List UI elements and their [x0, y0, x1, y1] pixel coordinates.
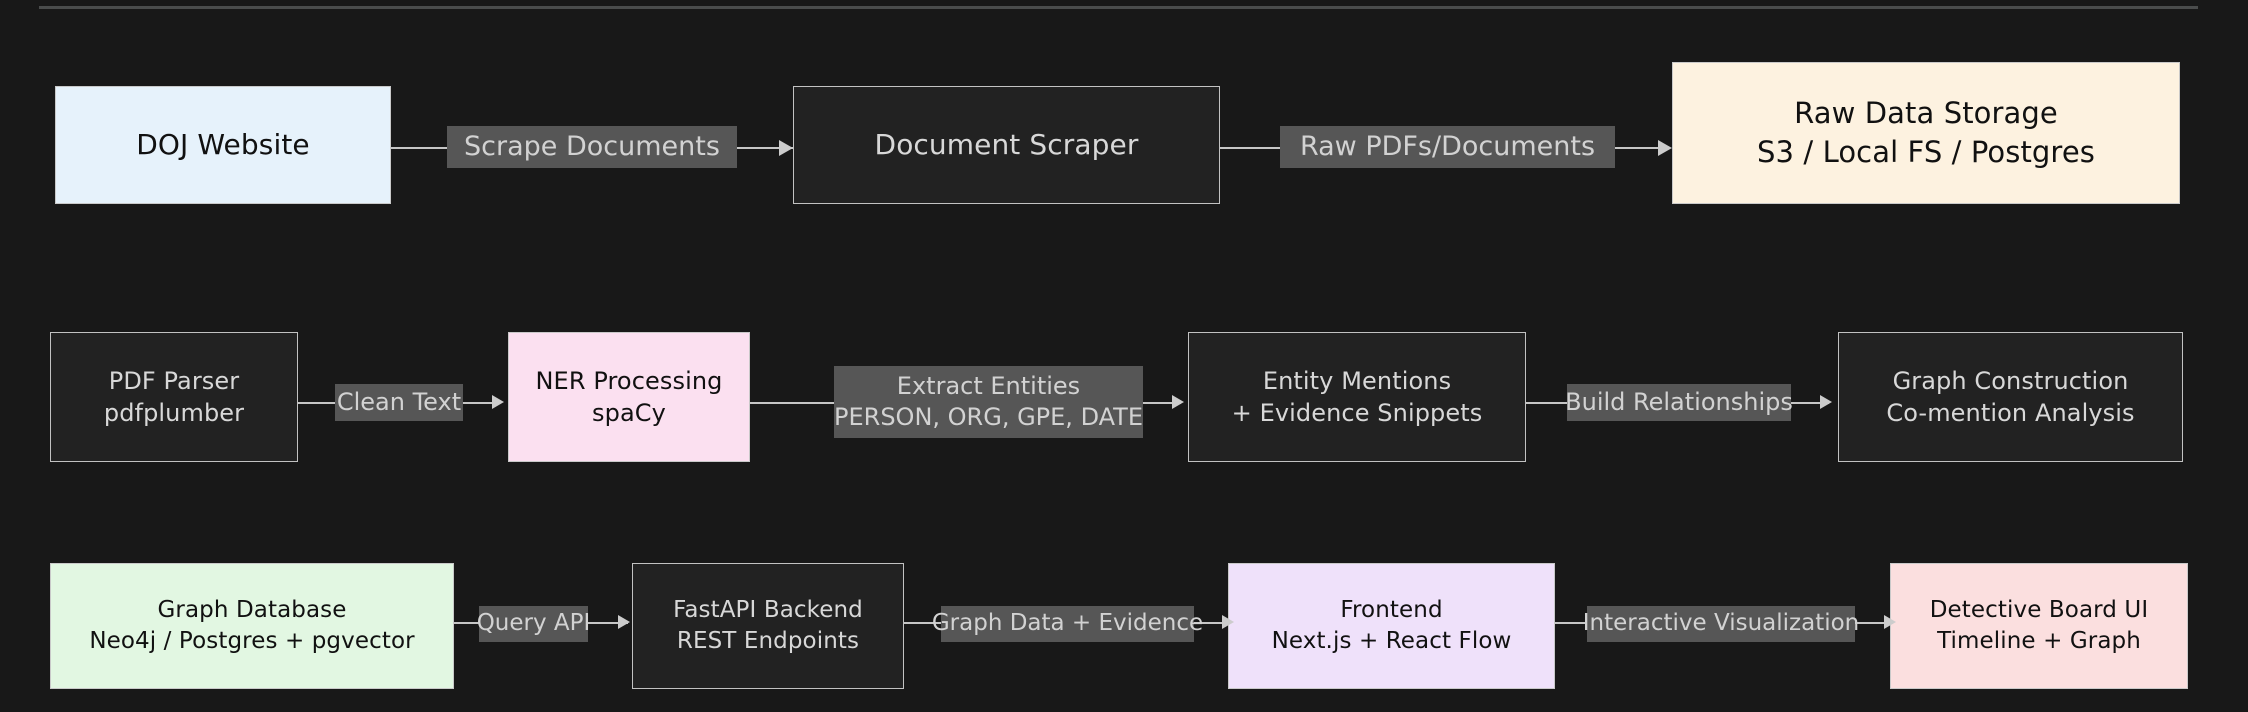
connector-fastapi-to-graph-data	[904, 622, 944, 624]
node-graph-database[interactable]: Graph Database Neo4j / Postgres + pgvect…	[50, 563, 454, 689]
node-doj-website-line-1: DOJ Website	[136, 128, 310, 162]
node-raw-data-storage[interactable]: Raw Data Storage S3 / Local FS / Postgre…	[1672, 62, 2180, 204]
node-pdf-parser-line-2: pdfplumber	[103, 399, 245, 427]
connector-query-api-to-fastapi	[586, 622, 628, 624]
node-graph-construction[interactable]: Graph Construction Co-mention Analysis	[1838, 332, 2183, 462]
arrowhead-to-graph-construction	[1820, 395, 1832, 409]
node-fastapi-backend-line-2: REST Endpoints	[676, 628, 860, 654]
node-detective-board-ui-line-1: Detective Board UI	[1929, 597, 2149, 624]
arrowhead-to-document-scraper	[779, 140, 793, 156]
node-fastapi-backend[interactable]: FastAPI Backend REST Endpoints	[632, 563, 904, 689]
arrowhead-to-entity-mentions	[1172, 395, 1184, 409]
arrowhead-to-frontend	[1222, 615, 1234, 629]
connector-doj-to-scrape	[390, 147, 450, 149]
connector-frontend-to-interactive-visualization	[1555, 622, 1590, 624]
node-frontend-line-1: Frontend	[1340, 597, 1443, 624]
edge-label-clean-text-line-1: Clean Text	[336, 387, 462, 416]
connector-interactive-visualization-to-detective-board	[1853, 622, 1893, 624]
edge-label-interactive-visualization: Interactive Visualization	[1583, 606, 1859, 642]
node-frontend-line-2: Next.js + React Flow	[1271, 628, 1512, 654]
node-graph-construction-line-1: Graph Construction	[1892, 366, 2129, 395]
node-raw-data-storage-line-1: Raw Data Storage	[1794, 96, 2058, 131]
connector-document-scraper-to-raw-pdfs	[1220, 147, 1285, 149]
connector-graph-database-to-query-api	[454, 622, 484, 624]
node-doj-website[interactable]: DOJ Website	[55, 86, 391, 204]
arrowhead-to-ner-processing	[492, 395, 504, 409]
node-ner-processing-line-1: NER Processing	[535, 366, 723, 395]
arrowhead-to-raw-data-storage	[1658, 140, 1672, 156]
edge-label-graph-data-evidence-line-1: Graph Data + Evidence	[931, 610, 1204, 637]
node-document-scraper[interactable]: Document Scraper	[793, 86, 1220, 204]
node-graph-database-line-1: Graph Database	[157, 597, 347, 624]
connector-entity-mentions-to-build-relationships	[1526, 402, 1570, 404]
edge-label-build-relationships: Build Relationships	[1565, 384, 1793, 421]
connector-ner-to-extract-entities	[750, 402, 835, 404]
node-detective-board-ui-line-2: Timeline + Graph	[1937, 628, 2141, 654]
node-entity-mentions-line-2: + Evidence Snippets	[1231, 399, 1483, 427]
node-entity-mentions-line-1: Entity Mentions	[1262, 366, 1452, 395]
connector-graph-data-to-frontend	[1192, 622, 1230, 624]
edge-label-extract-entities-line-2: PERSON, ORG, GPE, DATE	[834, 403, 1143, 431]
node-ner-processing[interactable]: NER Processing spaCy	[508, 332, 750, 462]
edge-label-clean-text: Clean Text	[335, 384, 463, 421]
connector-raw-pdfs-to-storage	[1612, 147, 1667, 149]
edge-label-extract-entities: Extract Entities PERSON, ORG, GPE, DATE	[834, 366, 1143, 438]
node-entity-mentions[interactable]: Entity Mentions + Evidence Snippets	[1188, 332, 1526, 462]
edge-label-scrape-documents-line-1: Scrape Documents	[464, 131, 720, 163]
edge-label-build-relationships-line-1: Build Relationships	[1565, 387, 1793, 416]
edge-label-query-api-line-1: Query API	[476, 610, 591, 637]
edge-label-raw-pdfs-documents-line-1: Raw PDFs/Documents	[1299, 131, 1596, 163]
connector-build-relationships-to-graph-construction	[1789, 402, 1829, 404]
connector-extract-entities-to-entity-mentions	[1141, 402, 1181, 404]
edge-label-query-api: Query API	[476, 606, 591, 642]
node-graph-construction-line-2: Co-mention Analysis	[1886, 399, 2135, 427]
connector-clean-text-to-ner	[461, 402, 499, 404]
node-fastapi-backend-line-1: FastAPI Backend	[673, 597, 863, 624]
node-document-scraper-line-1: Document Scraper	[874, 128, 1139, 162]
edge-label-scrape-documents: Scrape Documents	[447, 126, 737, 168]
connector-scrape-to-document-scraper	[733, 147, 793, 149]
node-detective-board-ui[interactable]: Detective Board UI Timeline + Graph	[1890, 563, 2188, 689]
node-ner-processing-line-2: spaCy	[592, 399, 666, 427]
edge-label-graph-data-evidence: Graph Data + Evidence	[932, 606, 1203, 642]
node-graph-database-line-2: Neo4j / Postgres + pgvector	[89, 628, 415, 654]
edge-label-extract-entities-line-1: Extract Entities	[896, 371, 1081, 400]
node-frontend[interactable]: Frontend Next.js + React Flow	[1228, 563, 1555, 689]
node-pdf-parser-line-1: PDF Parser	[108, 366, 240, 395]
arrowhead-to-fastapi-backend	[618, 615, 630, 629]
top-divider-rule	[39, 6, 2198, 9]
connector-pdf-parser-to-clean-text	[298, 402, 338, 404]
edge-label-interactive-visualization-line-1: Interactive Visualization	[1582, 610, 1860, 637]
node-pdf-parser[interactable]: PDF Parser pdfplumber	[50, 332, 298, 462]
node-raw-data-storage-line-2: S3 / Local FS / Postgres	[1757, 135, 2095, 169]
edge-label-raw-pdfs-documents: Raw PDFs/Documents	[1280, 126, 1615, 168]
arrowhead-to-detective-board-ui	[1884, 615, 1896, 629]
